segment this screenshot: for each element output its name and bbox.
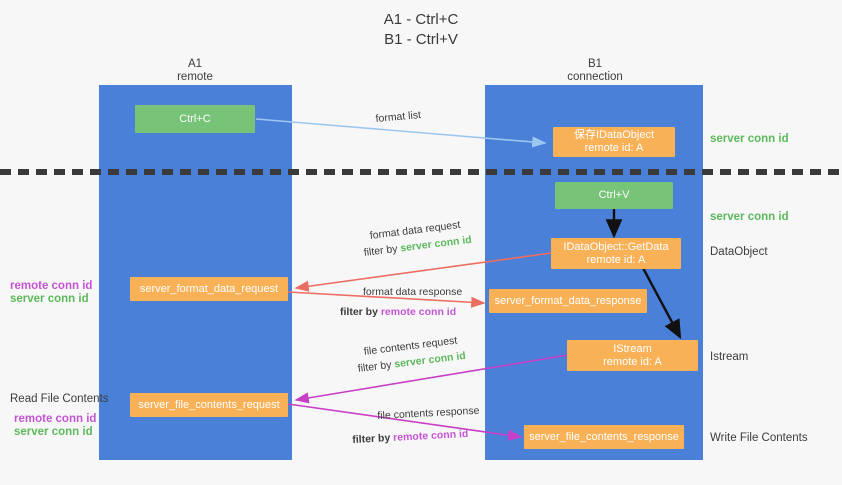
box-ctrl-c[interactable]: Ctrl+C <box>135 105 255 133</box>
box-ctrl-c-label: Ctrl+C <box>179 112 211 125</box>
label-server-conn-id-top: server conn id <box>710 133 789 145</box>
label-remote-conn-id-1: remote conn id <box>10 280 93 292</box>
lane-header-a1: A1 remote <box>120 58 270 84</box>
annotation-file-contents-response-filter-prefix: filter by <box>352 431 394 446</box>
label-dataobject: DataObject <box>710 246 768 258</box>
box-idataobject-getdata[interactable]: IDataObject::GetData remote id: A <box>551 238 681 269</box>
label-server-conn-id-1: server conn id <box>10 293 89 305</box>
box-server-format-data-response-label: server_format_data_response <box>494 294 642 307</box>
annotation-file-contents-response-filter: filter by remote conn id <box>352 427 469 447</box>
box-save-idataobject-line1: 保存IDataObject <box>573 129 655 141</box>
box-save-idataobject[interactable]: 保存IDataObject remote id: A <box>553 127 675 157</box>
annotation-format-data-response-filter-value: remote conn id <box>380 306 457 318</box>
box-server-file-contents-request[interactable]: server_file_contents_request <box>130 393 288 417</box>
label-server-conn-id-2: server conn id <box>14 426 93 438</box>
box-idataobject-getdata-line2: remote id: A <box>586 253 646 266</box>
box-server-file-contents-request-label: server_file_contents_request <box>138 398 280 411</box>
box-server-format-data-request-label: server_format_data_request <box>139 282 279 295</box>
lane-header-b1-sub: connection <box>567 71 623 83</box>
box-istream-line2: remote id: A <box>603 355 662 368</box>
lane-header-b1-name: B1 <box>587 58 603 70</box>
label-server-conn-id-mid: server conn id <box>710 211 789 223</box>
annotation-format-data-response: format data response <box>363 286 463 298</box>
box-ctrl-v-label: Ctrl+V <box>598 189 630 201</box>
label-write-file-contents: Write File Contents <box>710 432 808 444</box>
annotation-format-data-response-filter-prefix: filter by <box>340 306 381 318</box>
box-server-file-contents-response[interactable]: server_file_contents_response <box>524 425 684 449</box>
box-istream-line1: IStream <box>613 342 652 355</box>
lane-header-b1: B1 connection <box>520 58 670 84</box>
lane-header-a1-sub: remote <box>177 71 213 83</box>
box-server-format-data-request[interactable]: server_format_data_request <box>130 277 288 301</box>
annotation-format-data-response-filter: filter by remote conn id <box>340 305 456 319</box>
annotation-file-contents-request-filter-prefix: filter by <box>357 358 396 375</box>
box-ctrl-v[interactable]: Ctrl+V <box>555 182 673 209</box>
annotation-file-contents-response-filter-value: remote conn id <box>392 427 469 444</box>
page-title-line1: A1 - Ctrl+C <box>383 11 459 28</box>
box-server-format-data-response[interactable]: server_format_data_response <box>489 289 647 313</box>
annotation-file-contents-response: file contents response <box>377 404 480 422</box>
label-remote-conn-id-2: remote conn id <box>14 413 97 425</box>
annotation-format-list: format list <box>375 109 422 125</box>
box-save-idataobject-line2: remote id: A <box>584 142 644 154</box>
page-title-line2: B1 - Ctrl+V <box>384 31 458 48</box>
lane-header-a1-name: A1 <box>187 58 203 70</box>
label-read-file-contents: Read File Contents <box>10 393 109 405</box>
box-server-file-contents-response-label: server_file_contents_response <box>529 430 679 443</box>
annotation-format-data-request-filter-prefix: filter by <box>363 242 402 259</box>
box-idataobject-getdata-line1: IDataObject::GetData <box>563 240 669 253</box>
label-istream: Istream <box>710 351 749 363</box>
box-istream[interactable]: IStream remote id: A <box>567 340 698 371</box>
